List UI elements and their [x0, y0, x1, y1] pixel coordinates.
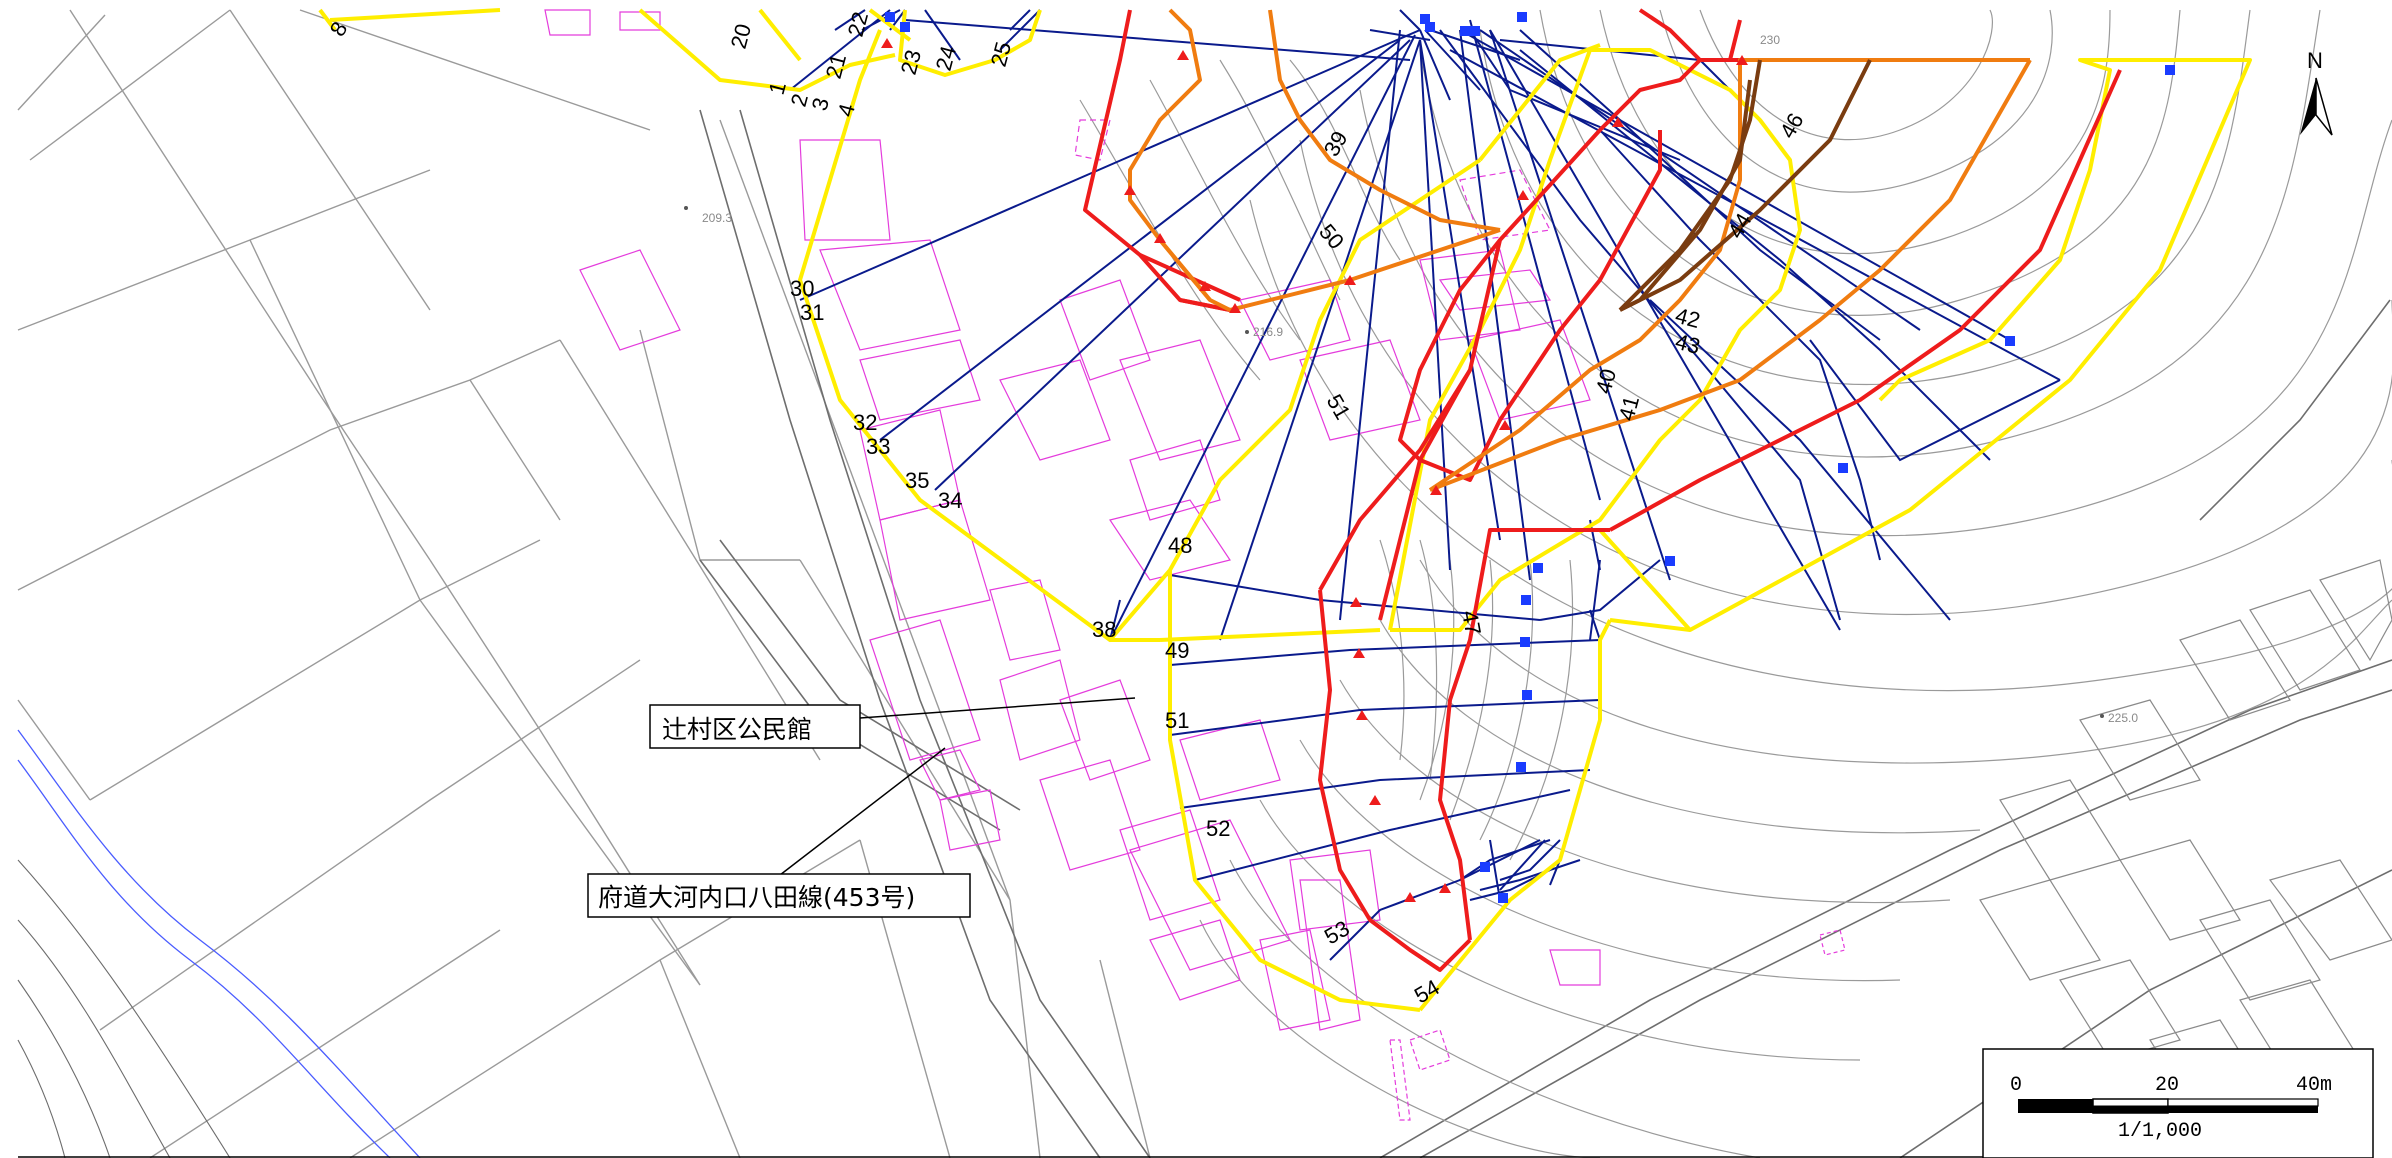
- section-label: 3: [807, 95, 834, 113]
- scale-ratio: 1/1,000: [2118, 1120, 2202, 1143]
- section-label: 43: [1673, 329, 1703, 359]
- prefectural-road-label: 府道大河内口八田線(453号): [598, 883, 915, 912]
- section-label: 32: [853, 410, 877, 435]
- section-label: 40: [1591, 366, 1621, 396]
- section-label: 35: [905, 468, 929, 493]
- section-label: 48: [1168, 533, 1192, 558]
- section-label: 30: [790, 276, 814, 301]
- section-label: 23: [896, 47, 926, 77]
- field-grid: [17, 9, 1151, 1158]
- section-label: 4: [833, 101, 860, 119]
- section-label: 34: [938, 488, 962, 513]
- community-hall-label: 辻村区公民館: [662, 715, 812, 744]
- scale-tick-40: 40m: [2296, 1074, 2332, 1097]
- building-blocks-right: [1979, 559, 2392, 1121]
- spot-elevations: 209.3 216.9 230 225.0: [684, 33, 2138, 725]
- section-label: 31: [800, 300, 824, 325]
- section-label: 42: [1673, 303, 1703, 333]
- elevation-label: 225.0: [2108, 711, 2138, 725]
- section-label: 47: [1457, 609, 1486, 637]
- red-boundaries: [1083, 8, 2122, 972]
- section-label: 22: [843, 9, 873, 39]
- section-label: 52: [1206, 816, 1230, 841]
- elevation-label: 230: [1760, 33, 1780, 47]
- section-label: 51: [1165, 708, 1189, 733]
- blue-square-points: [885, 12, 2175, 903]
- red-triangle-points: [881, 38, 1748, 902]
- section-label: 49: [1165, 638, 1189, 663]
- scale-tick-20: 20: [2155, 1074, 2179, 1097]
- scale-bar: 0 20 40m 1/1,000: [1982, 1048, 2374, 1158]
- section-label: 25: [986, 39, 1016, 69]
- section-label: 51: [1322, 390, 1356, 424]
- callout-prefectural-road: 府道大河内口八田線(453号): [587, 747, 971, 918]
- contour-lines: [1079, 9, 2392, 1158]
- north-arrow: N: [2300, 48, 2333, 136]
- north-label: N: [2307, 48, 2323, 73]
- scale-tick-0: 0: [2010, 1074, 2022, 1097]
- slope-lines-lower-left: [17, 859, 231, 1158]
- orange-boundaries: [1128, 8, 2032, 492]
- section-label: 46: [1775, 109, 1809, 143]
- section-label: 21: [821, 51, 851, 81]
- section-label: 38: [1092, 617, 1116, 642]
- section-label: 54: [1410, 974, 1444, 1008]
- roads: [699, 109, 2392, 1158]
- river: [17, 729, 421, 1158]
- section-label: 20: [726, 21, 756, 51]
- elevation-label: 209.3: [702, 211, 732, 225]
- callout-community-hall: 辻村区公民館: [649, 697, 1136, 749]
- section-label: 33: [866, 434, 890, 459]
- section-label: 24: [931, 43, 961, 73]
- parcels: [544, 9, 1846, 1121]
- elevation-label: 216.9: [1253, 325, 1283, 339]
- yellow-boundaries: [318, 8, 2252, 1012]
- brown-boundary: [1618, 59, 1872, 312]
- section-label: 39: [1319, 127, 1353, 161]
